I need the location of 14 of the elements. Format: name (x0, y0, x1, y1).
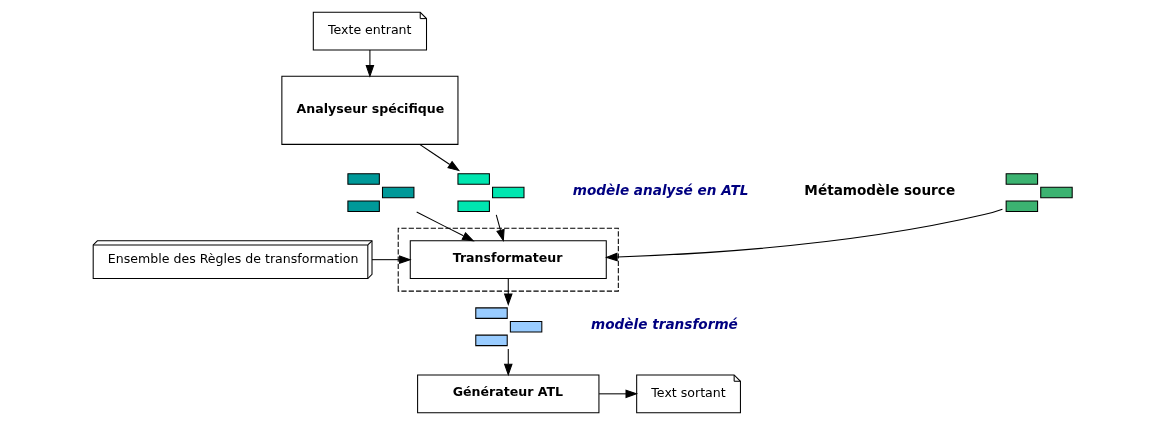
arrow (419, 143, 461, 172)
arrow (495, 214, 505, 243)
arrow (371, 255, 412, 265)
node-label: Métamodèle source (804, 182, 956, 199)
arrow (416, 211, 475, 242)
node-label: modèle transformé (591, 316, 738, 333)
node-box: Générateur ATL (417, 374, 600, 414)
node-box: Transformateur (409, 240, 607, 280)
node-label: modèle analysé en ATL (572, 182, 749, 199)
arrow (605, 208, 1003, 262)
arrow (598, 389, 639, 399)
arrow (503, 348, 513, 377)
node-box: Analyseur spécifique (281, 75, 459, 145)
arrow (365, 49, 375, 78)
